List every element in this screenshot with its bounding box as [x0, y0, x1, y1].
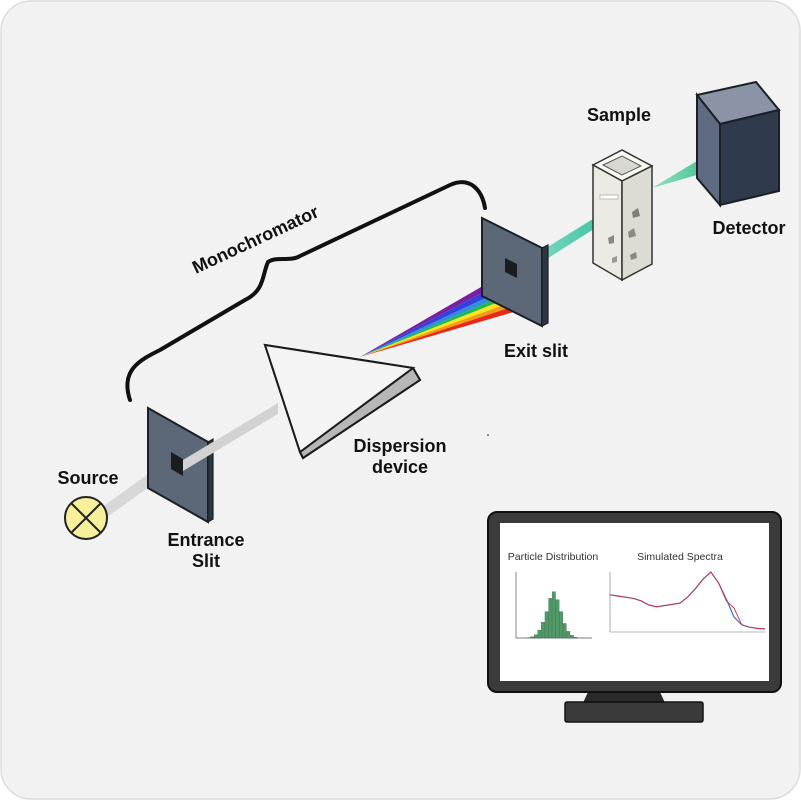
histogram-bar: [541, 622, 545, 639]
histogram-bar: [552, 591, 556, 639]
histogram-bar: [530, 636, 534, 639]
histogram-bar: [566, 631, 571, 639]
source-lamp-icon: [64, 496, 108, 540]
dispersion-device-label-line1: Dispersion: [353, 436, 446, 456]
right-chart-title: Simulated Spectra: [637, 551, 723, 563]
histogram-bar: [559, 611, 563, 639]
entrance-slit-label-line1: Entrance: [167, 530, 244, 550]
histogram-chart: [515, 572, 592, 639]
detector-label: Detector: [712, 218, 785, 238]
sample-cuvette: [591, 149, 654, 282]
monochromatic-beam: [538, 212, 608, 262]
histogram-bar: [537, 629, 542, 639]
histogram-bar: [562, 623, 567, 639]
spectra-series-line: [609, 571, 766, 630]
entrance-slit-plate: [147, 406, 214, 524]
histogram-bar: [555, 599, 560, 639]
monochromator-brace: [125, 180, 487, 402]
histogram-bar: [573, 637, 578, 639]
exit-slit-label: Exit slit: [504, 341, 568, 361]
histogram-bar: [544, 611, 549, 639]
dispersion-device-label-line2: device: [372, 457, 428, 477]
sample-label: Sample: [587, 105, 651, 125]
histogram-bar: [570, 635, 574, 639]
left-chart-title: Particle Distribution: [508, 551, 599, 563]
exit-slit-plate: [481, 216, 549, 328]
detector-box: [695, 80, 781, 208]
computer-monitor: Particle Distribution Simulated Spectra: [487, 511, 782, 723]
source-label: Source: [57, 468, 118, 488]
histogram-bar: [548, 598, 553, 639]
dispersion-prism: [263, 343, 422, 460]
dispersed-spectrum: [360, 268, 541, 357]
monitor-screen: [500, 523, 769, 681]
stray-dot: [487, 434, 489, 436]
entrance-slit-label-line2: Slit: [192, 551, 220, 571]
spectra-chart: [609, 571, 766, 633]
histogram-bar: [533, 634, 538, 639]
collimated-beam: [183, 403, 278, 471]
